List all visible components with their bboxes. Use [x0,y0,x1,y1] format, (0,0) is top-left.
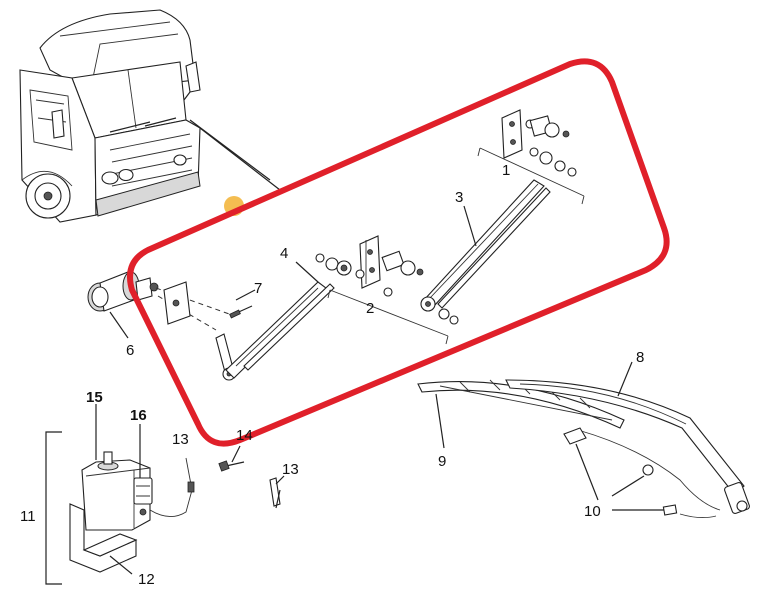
small-parts [218,445,285,509]
callout-14: 14 [236,427,253,444]
wiper-linkage-assembly [155,109,585,381]
bus-cab-illustration [19,9,281,223]
callout-12: 12 [138,571,155,588]
wiper-arm-blade [417,361,750,519]
callout-13-a: 13 [172,431,189,448]
highlight-frame [127,58,670,447]
callout-10: 10 [584,503,601,520]
callout-6: 6 [126,342,134,359]
callout-9: 9 [438,453,446,470]
callout-3: 3 [455,189,463,206]
callout-2: 2 [366,300,374,317]
callout-13-b: 13 [282,461,299,478]
callout-16: 16 [130,407,147,424]
callout-labels: 1 2 3 4 6 7 8 9 10 11 12 13 13 14 15 16 [20,162,644,588]
callout-4: 4 [280,245,288,262]
washer-reservoir [45,404,195,585]
callout-1: 1 [502,162,510,179]
callout-11: 11 [20,508,36,525]
callout-15: 15 [86,389,103,406]
callout-8: 8 [636,349,644,366]
callout-7: 7 [254,280,262,297]
